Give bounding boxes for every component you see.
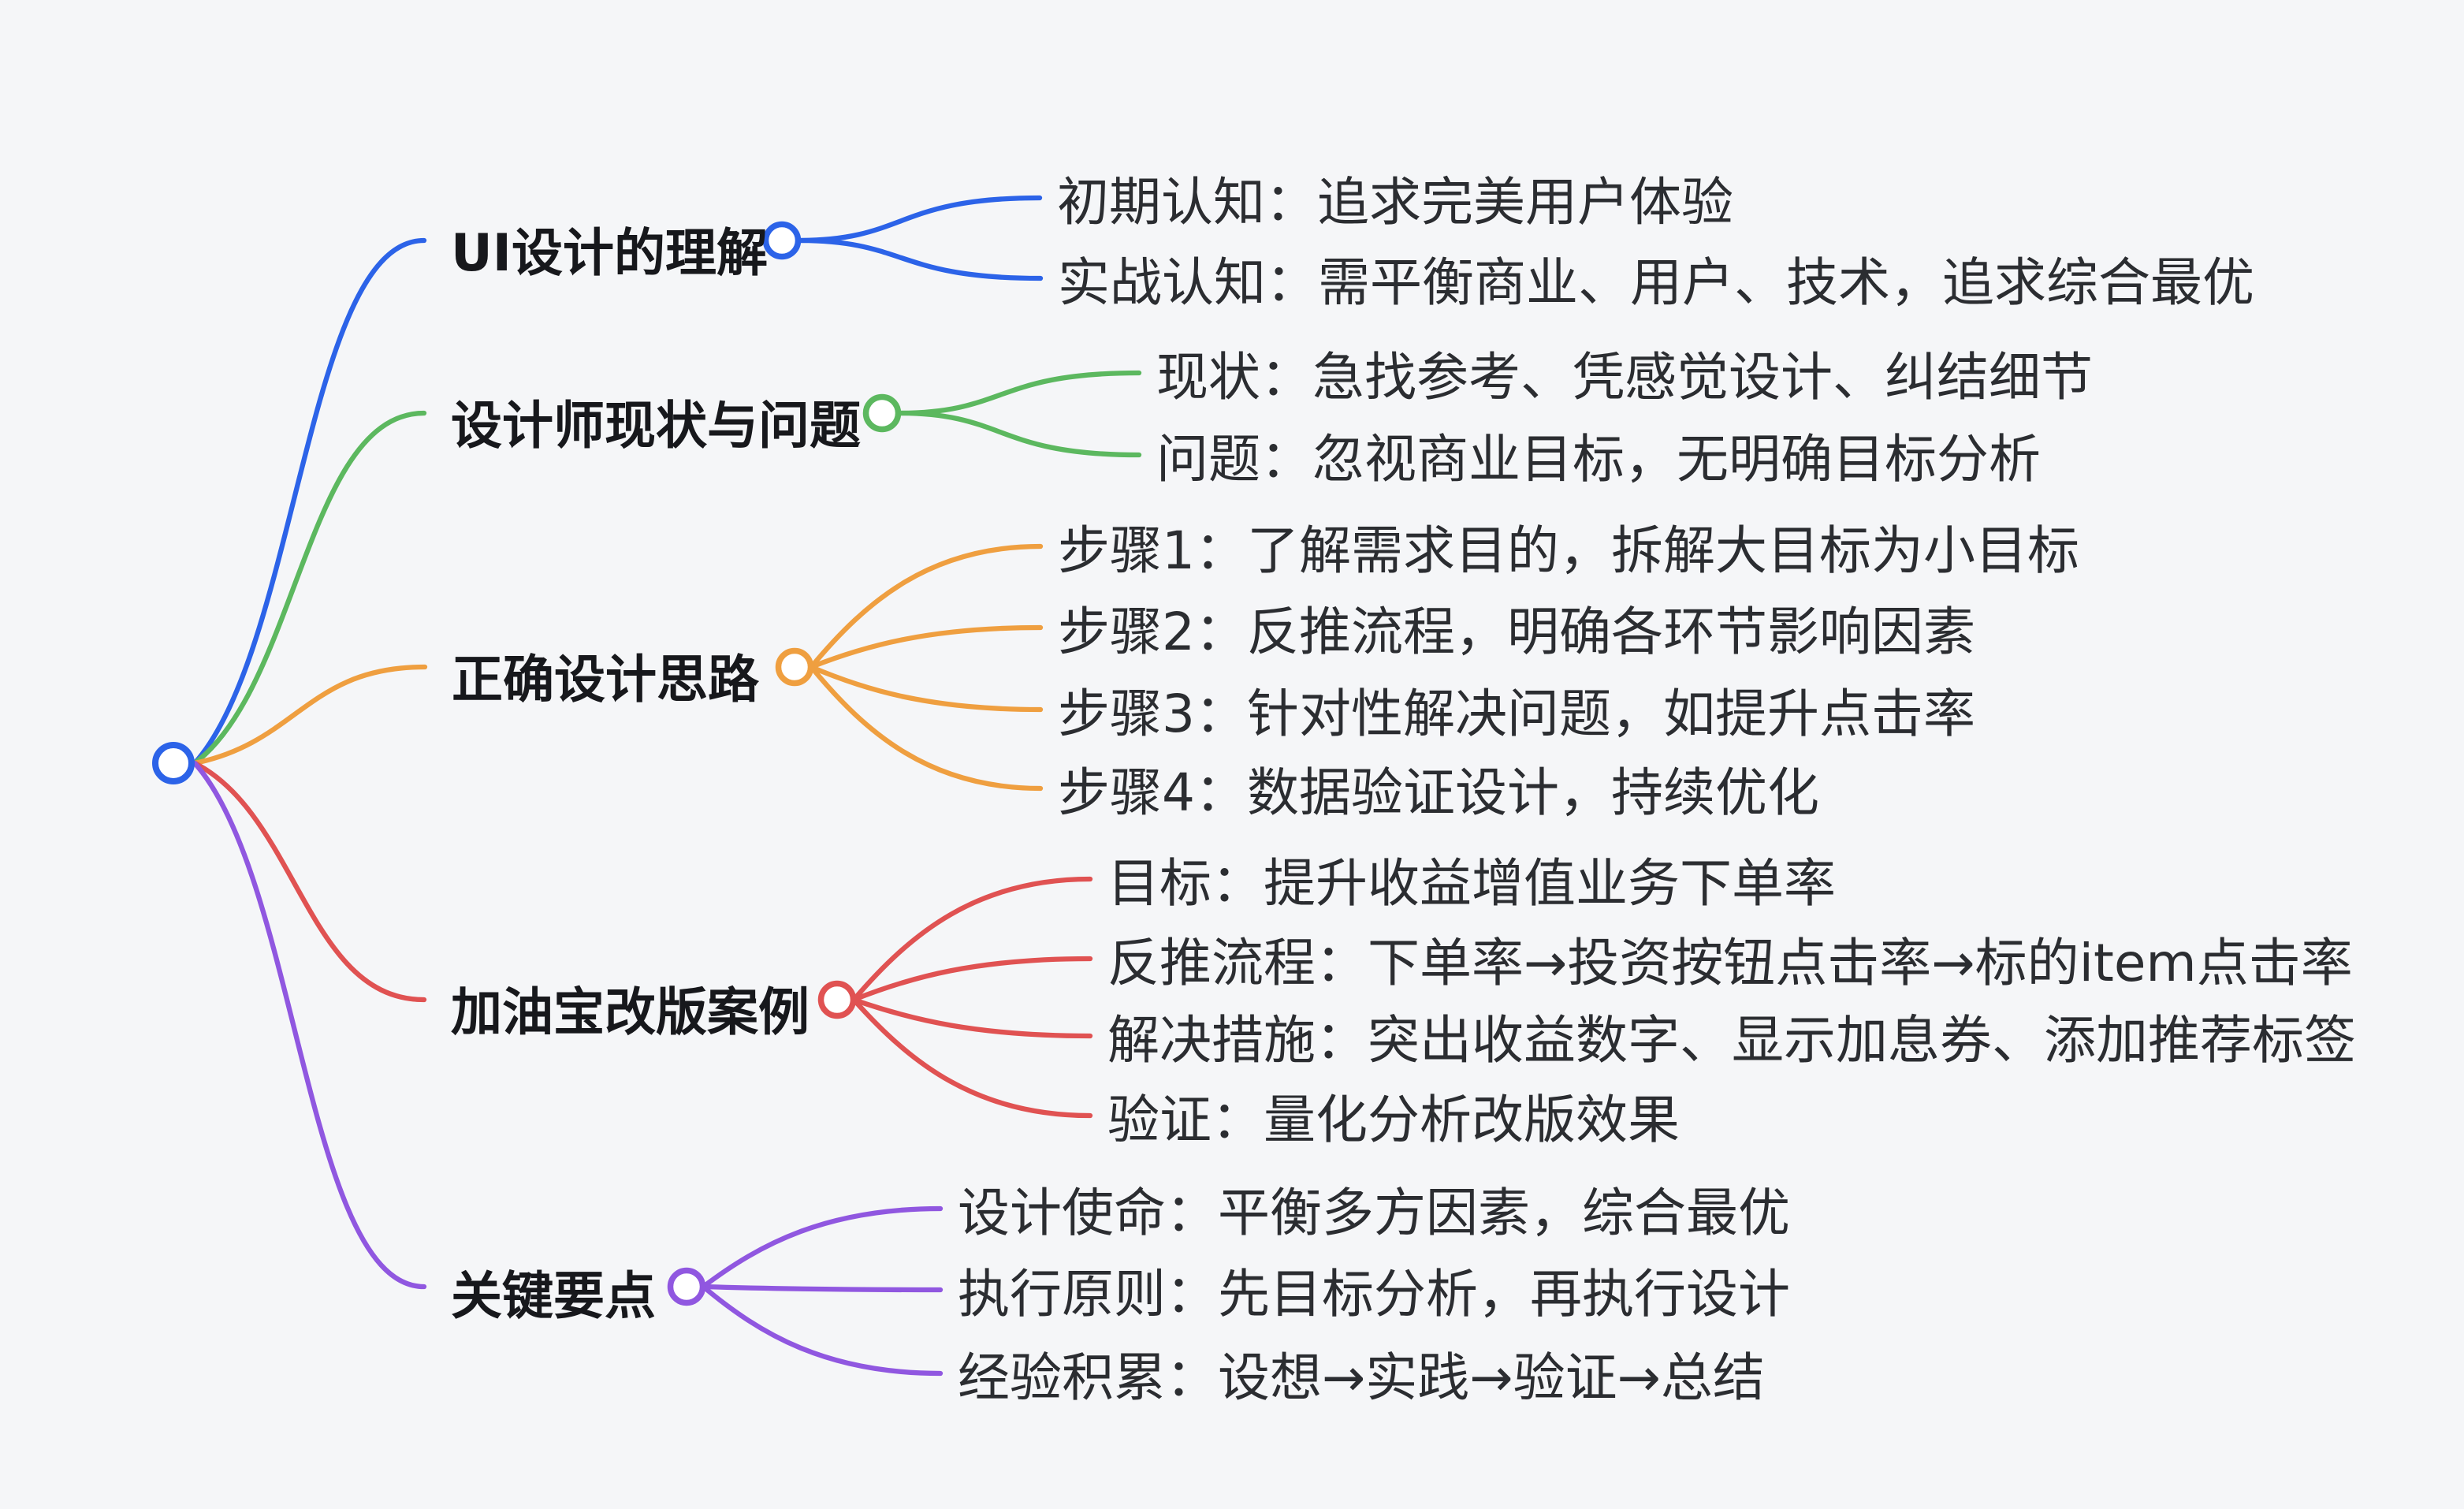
child-curve-4-1 bbox=[701, 1284, 944, 1293]
root-node[interactable] bbox=[152, 742, 195, 784]
child-curve-2-0 bbox=[809, 543, 1044, 670]
branch-curve-3 bbox=[192, 760, 427, 1003]
child-curve-1-1 bbox=[896, 410, 1142, 458]
child-label-3-1[interactable]: 反推流程：下单率→投资按钮点击率→标的item点击率 bbox=[1107, 933, 2353, 993]
child-label-0-0[interactable]: 初期认知：追求完美用户体验 bbox=[1057, 172, 1733, 233]
child-label-3-2[interactable]: 解决措施：突出收益数字、显示加息券、添加推荐标签 bbox=[1107, 1010, 2356, 1071]
child-curve-0-0 bbox=[796, 195, 1043, 244]
child-curve-4-0 bbox=[701, 1205, 944, 1290]
branch-collapse-handle-3[interactable] bbox=[817, 980, 857, 1019]
branch-curve-2 bbox=[192, 664, 428, 766]
child-curve-2-3 bbox=[809, 664, 1044, 792]
child-label-4-0[interactable]: 设计使命：平衡多方因素，综合最优 bbox=[958, 1183, 1790, 1243]
child-label-3-3[interactable]: 验证：量化分析改版效果 bbox=[1107, 1090, 1680, 1150]
child-label-2-1[interactable]: 步骤2：反推流程，明确各环节影响因素 bbox=[1058, 602, 1975, 662]
child-curve-4-2 bbox=[701, 1284, 944, 1377]
branch-collapse-handle-0[interactable] bbox=[762, 221, 802, 260]
branch-label-2[interactable]: 正确设计思路 bbox=[452, 650, 760, 710]
child-curve-3-1 bbox=[851, 956, 1093, 1003]
child-curve-2-2 bbox=[809, 664, 1044, 713]
child-curve-1-0 bbox=[896, 370, 1142, 416]
child-label-1-0[interactable]: 现状：急找参考、凭感觉设计、纠结细节 bbox=[1156, 347, 2093, 408]
branch-curve-1 bbox=[192, 410, 427, 766]
branch-collapse-handle-2[interactable] bbox=[775, 647, 814, 687]
branch-label-0[interactable]: UI设计的理解 bbox=[451, 223, 768, 283]
child-label-0-1[interactable]: 实战认知：需平衡商业、用户、技术，追求综合最优 bbox=[1058, 252, 2254, 313]
child-label-1-1[interactable]: 问题：忽视商业目标，无明确目标分析 bbox=[1156, 429, 2041, 490]
branch-collapse-handle-1[interactable] bbox=[862, 393, 902, 433]
child-curve-0-1 bbox=[796, 237, 1044, 281]
branch-label-1[interactable]: 设计师现状与问题 bbox=[451, 396, 862, 456]
child-curve-3-3 bbox=[851, 997, 1093, 1119]
branch-curve-4 bbox=[192, 760, 427, 1290]
child-label-2-3[interactable]: 步骤4：数据验证设计，持续优化 bbox=[1058, 762, 1819, 823]
child-label-3-0[interactable]: 目标：提升收益增值业务下单率 bbox=[1107, 853, 1836, 914]
branch-label-4[interactable]: 关键要点 bbox=[451, 1266, 657, 1326]
child-curve-2-1 bbox=[809, 624, 1044, 670]
child-label-2-2[interactable]: 步骤3：针对性解决问题，如提升点击率 bbox=[1058, 684, 1975, 744]
child-label-4-1[interactable]: 执行原则：先目标分析，再执行设计 bbox=[958, 1264, 1790, 1325]
child-curve-3-2 bbox=[851, 997, 1093, 1039]
branch-curve-0 bbox=[192, 237, 427, 766]
child-label-4-2[interactable]: 经验积累：设想→实践→验证→总结 bbox=[958, 1347, 1765, 1408]
child-curve-3-0 bbox=[851, 876, 1093, 1003]
child-label-2-0[interactable]: 步骤1：了解需求目的，拆解大目标为小目标 bbox=[1058, 520, 2079, 581]
branch-collapse-handle-4[interactable] bbox=[667, 1267, 706, 1306]
branch-label-3[interactable]: 加油宝改版案例 bbox=[451, 982, 810, 1042]
